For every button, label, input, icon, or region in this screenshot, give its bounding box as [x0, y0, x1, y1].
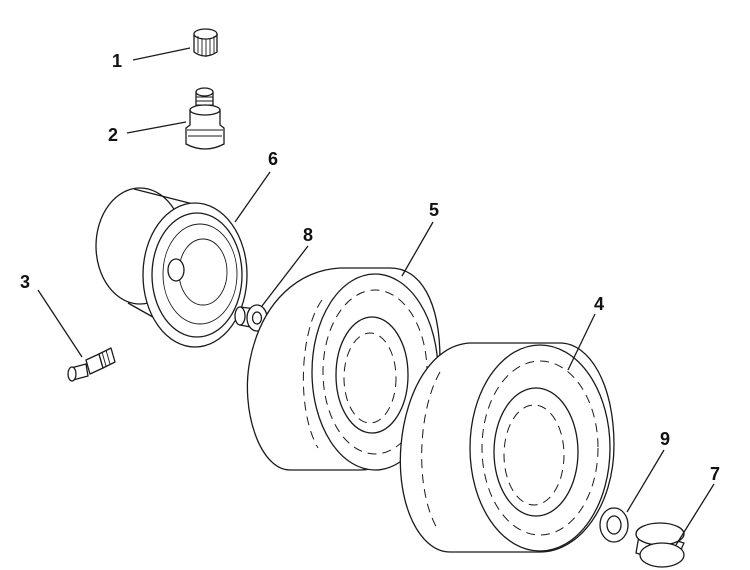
- leader-8: [261, 245, 309, 307]
- callout-8: 8: [303, 225, 313, 245]
- part-9-washer: [599, 507, 629, 543]
- part-8-bushing: [234, 304, 268, 332]
- leader-2: [126, 121, 187, 134]
- callout-5: 5: [429, 200, 439, 220]
- leader-3: [37, 289, 83, 358]
- leader-9: [626, 449, 665, 513]
- callout-1: 1: [112, 51, 122, 71]
- callout-numbers: 1 2 3 4 5 6 7 8 9: [20, 51, 720, 484]
- part-7-hub-cap: [635, 522, 685, 568]
- part-2-valve-stem: [185, 87, 225, 150]
- leader-7: [675, 483, 715, 546]
- callout-6: 6: [268, 149, 278, 169]
- callout-3: 3: [20, 272, 30, 292]
- leader-6: [234, 171, 271, 223]
- leader-lines: [37, 47, 715, 546]
- part-1-valve-cap: [193, 28, 218, 57]
- leader-4: [567, 313, 596, 371]
- part-6-wheel-rim: [95, 187, 248, 348]
- callout-7: 7: [710, 464, 720, 484]
- part-4-tire: [399, 342, 615, 553]
- callout-9: 9: [660, 429, 670, 449]
- part-3-lug-fitting: [67, 347, 116, 382]
- callout-4: 4: [594, 294, 604, 314]
- part-5-tire: [246, 267, 441, 471]
- leader-1: [132, 47, 191, 61]
- callout-2: 2: [108, 125, 118, 145]
- leader-5: [401, 221, 434, 277]
